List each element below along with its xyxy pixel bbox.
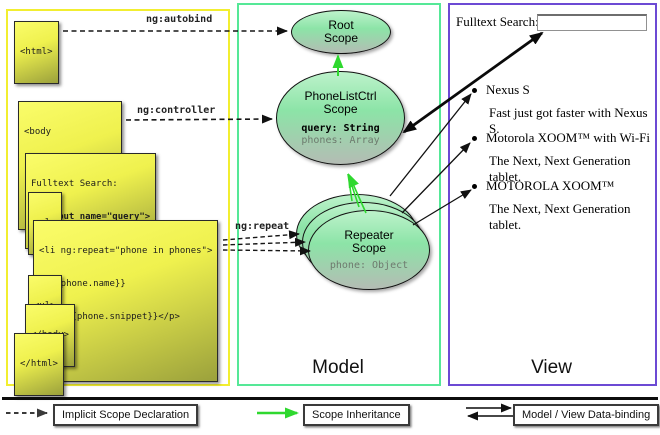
- bullet-icon: [472, 183, 477, 189]
- view-item-name: MOTOROLA XOOM™: [486, 178, 615, 193]
- code-line: </html>: [20, 359, 58, 369]
- view-item-xoom: MOTOROLA XOOM™: [472, 178, 614, 194]
- legend-divider: [2, 397, 658, 400]
- scope-property-query: query: String: [301, 122, 380, 134]
- legend-data-binding: Model / View Data-binding: [513, 404, 660, 426]
- view-item-nexus: Nexus S: [472, 82, 530, 98]
- legend-scope-inheritance: Scope Inheritance: [303, 404, 410, 426]
- view-search-label: Fulltext Search:: [456, 14, 539, 29]
- controller-arrow-label: ng:controller: [137, 105, 216, 116]
- repeater-scope-ellipse-front: Repeater Scope phone: Object: [308, 210, 430, 290]
- code-box-html-open: <html>: [14, 21, 59, 84]
- code-line: Fulltext Search:: [31, 179, 118, 189]
- root-scope-ellipse: Root Scope: [291, 10, 391, 54]
- bullet-icon: [472, 135, 477, 141]
- model-column-label: Model: [312, 357, 364, 378]
- code-line: <html>: [20, 47, 53, 57]
- view-item-name: Nexus S: [486, 82, 530, 97]
- view-item-xoom-wifi-desc: The Next, Next Generation tablet.: [489, 153, 631, 184]
- scope-property-phone: phone: Object: [329, 259, 409, 271]
- scope-title-line: Scope: [351, 241, 387, 255]
- view-item-name: Motorola XOOM™ with Wi-Fi: [486, 130, 651, 145]
- scope-title-line: Root: [328, 17, 354, 32]
- template-column-frame: [6, 9, 230, 386]
- scope-title-line: Scope: [323, 31, 359, 45]
- code-box-html-close: </html>: [14, 333, 64, 396]
- code-line: {{phone.name}}: [39, 279, 126, 289]
- repeat-arrow-label: ng:repeat: [235, 221, 290, 232]
- scope-title-line: Scope: [323, 102, 358, 116]
- bullet-icon: [472, 87, 477, 93]
- autobind-arrow-label: ng:autobind: [146, 14, 213, 25]
- view-item-xoom-desc: The Next, Next Generation tablet.: [489, 201, 631, 232]
- legend-implicit-scope: Implicit Scope Declaration: [53, 404, 199, 426]
- code-line: <body: [24, 127, 52, 137]
- scope-title-line: Repeater: [344, 227, 394, 242]
- scope-property-phones: phones: Array: [301, 134, 380, 146]
- view-item-xoom-wifi: Motorola XOOM™ with Wi-Fi: [472, 130, 650, 146]
- view-column-label: View: [531, 357, 572, 378]
- model-column-frame: [237, 3, 441, 386]
- search-input[interactable]: [537, 14, 647, 31]
- code-line: <p>{{phone.snippet}}</p>: [39, 312, 180, 322]
- scope-title-line: PhoneListCtrl: [304, 88, 377, 103]
- view-column-frame: [448, 3, 657, 386]
- code-line: <li ng:repeat="phone in phones">: [39, 246, 213, 256]
- phonelistctrl-scope-ellipse: PhoneListCtrl Scope query: String phones…: [276, 71, 405, 165]
